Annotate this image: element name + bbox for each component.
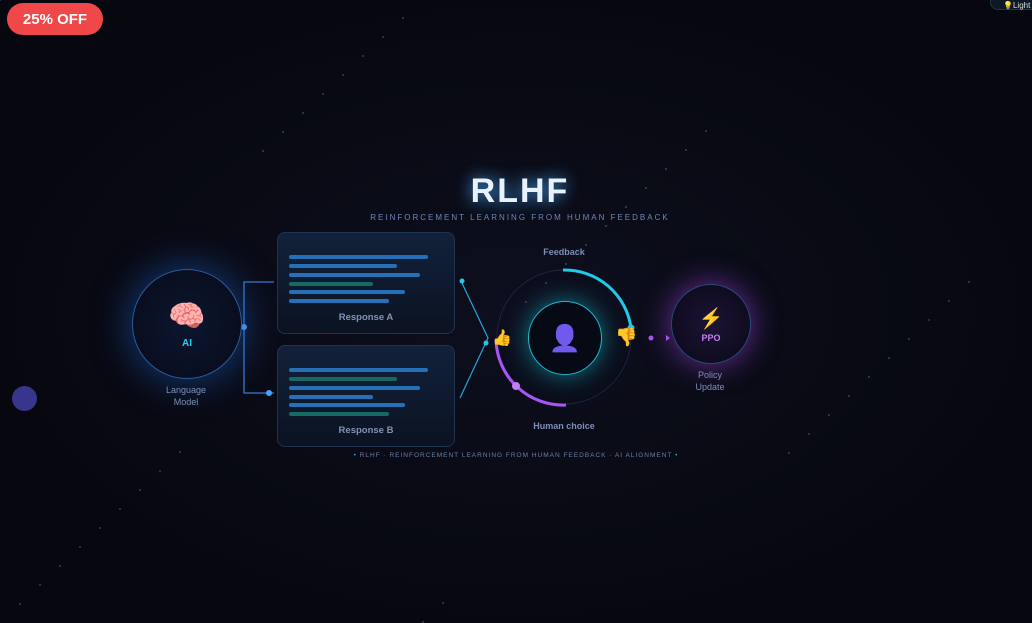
- discount-badge[interactable]: 25% OFF: [7, 3, 103, 35]
- star: [908, 338, 910, 340]
- branch-connector: [240, 281, 274, 394]
- response-b-card: Response B: [277, 345, 455, 447]
- human-node: 👤: [528, 301, 602, 375]
- response-a-card: Response A: [277, 232, 455, 334]
- star: [605, 225, 607, 227]
- response-a-label: Response A: [338, 312, 394, 323]
- star: [159, 470, 161, 472]
- star: [99, 527, 101, 529]
- star: [442, 602, 444, 604]
- policy-node: ⚡ PPO: [671, 284, 751, 364]
- star: [948, 300, 950, 302]
- star: [545, 282, 547, 284]
- star: [808, 433, 810, 435]
- branch-dot: [241, 324, 247, 330]
- response-b-label: Response B: [338, 425, 394, 436]
- star: [262, 150, 264, 152]
- person-icon: 👤: [548, 322, 582, 353]
- star: [119, 508, 121, 510]
- star: [139, 489, 141, 491]
- page-subtitle: REINFORCEMENT LEARNING FROM HUMAN FEEDBA…: [370, 213, 670, 222]
- human-choice-label: Human choice: [533, 421, 595, 431]
- star: [302, 112, 304, 114]
- star: [282, 131, 284, 133]
- star: [39, 584, 41, 586]
- star: [645, 187, 647, 189]
- lightning-icon: ⚡: [698, 307, 724, 330]
- star: [362, 55, 364, 57]
- star: [685, 149, 687, 151]
- star: [402, 17, 404, 19]
- star: [525, 301, 527, 303]
- merge-connector: [459, 280, 489, 399]
- star: [422, 621, 424, 623]
- thumbs-up-icon: 👍: [492, 330, 512, 347]
- branch-dot: [266, 390, 272, 396]
- star: [322, 93, 324, 95]
- star: [0, 0, 1, 1]
- language-model-node: 🧠 AI: [132, 269, 242, 379]
- star: [705, 130, 707, 132]
- feedback-arc-cyan: [562, 268, 633, 329]
- star: [585, 244, 587, 246]
- decorative-planet: [12, 386, 37, 411]
- star: [625, 206, 627, 208]
- theme-toggle-button[interactable]: 💡Light: [990, 0, 1032, 10]
- star: [19, 603, 21, 605]
- feedback-label: Feedback: [543, 247, 585, 257]
- star: [179, 451, 181, 453]
- bulb-icon: 💡: [1003, 1, 1013, 10]
- star: [848, 395, 850, 397]
- star: [868, 376, 870, 378]
- page-title: RLHF: [470, 172, 570, 210]
- theme-toggle-label: Light: [1012, 1, 1031, 10]
- star: [382, 36, 384, 38]
- star: [828, 414, 830, 416]
- star: [928, 319, 930, 321]
- star: [565, 263, 567, 265]
- flow-dot: [648, 335, 654, 341]
- star: [342, 74, 344, 76]
- thumbs-down-icon: 👎: [615, 327, 638, 347]
- flow-arrow: [666, 335, 670, 341]
- star: [79, 546, 81, 548]
- star: [59, 565, 61, 567]
- star: [888, 357, 890, 359]
- ai-badge: AI: [182, 338, 192, 349]
- star: [968, 281, 970, 283]
- footer-caption: • RLHF · REINFORCEMENT LEARNING FROM HUM…: [353, 452, 679, 459]
- ppo-badge: PPO: [701, 332, 721, 343]
- brain-icon: 🧠: [168, 300, 206, 333]
- star: [665, 168, 667, 170]
- star: [788, 452, 790, 454]
